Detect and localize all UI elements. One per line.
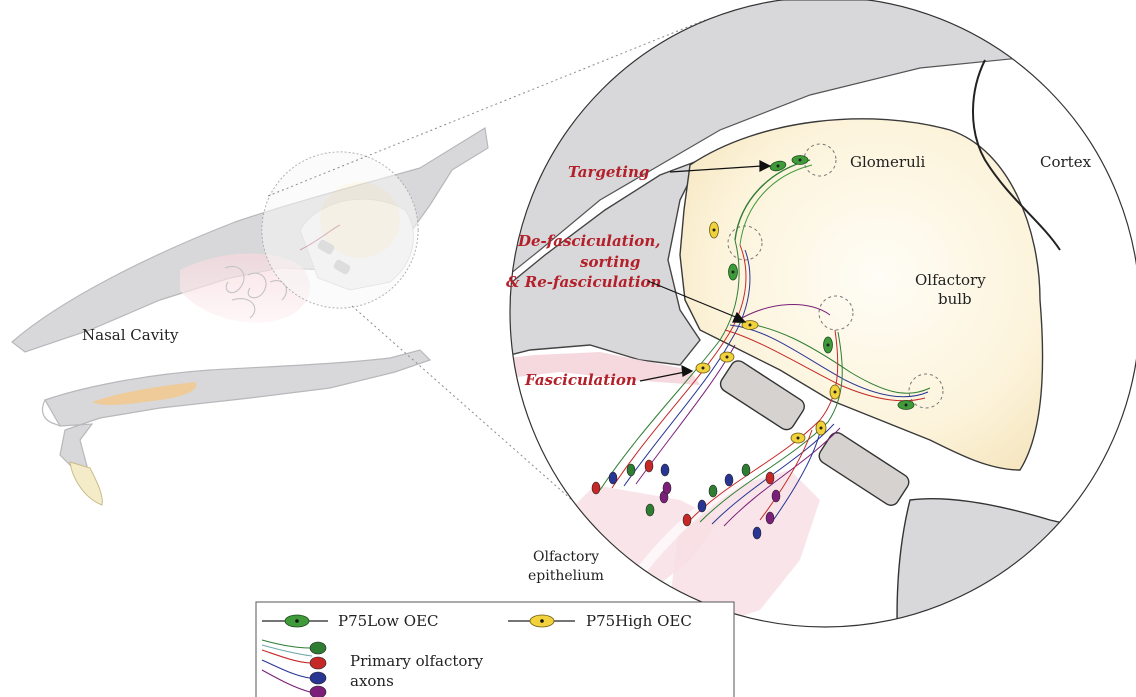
bone-bottom-right [897,499,1136,697]
targeting-label: Targeting [568,163,649,181]
epithelium-label-line2: epithelium [528,568,604,584]
defasciculation-label-line3: & Re-fasciculation [506,273,661,291]
epithelium-label-line1: Olfactory [533,549,599,565]
legend-p75high-label: P75High OEC [586,612,692,630]
defasciculation-label-line2: sorting [580,253,640,271]
incisor-tooth [70,462,102,505]
legend-axons-label-line2: axons [350,672,394,690]
olfactory-bulb-label-line2: bulb [938,290,972,308]
lower-jaw [45,350,430,470]
nasal-cavity-label: Nasal Cavity [82,326,179,344]
cortex-label: Cortex [1040,153,1092,171]
glomeruli-label: Glomeruli [850,153,926,171]
magnified-view: Glomeruli Cortex Olfactory bulb Olfactor… [490,0,1136,697]
legend: P75Low OEC P75High OEC Primary olfactory… [256,602,734,697]
legend-axons-label-line1: Primary olfactory [350,652,484,670]
olfactory-bulb-label-line1: Olfactory [915,271,986,289]
legend-p75low-label: P75Low OEC [338,612,439,630]
fasciculation-label: Fasciculation [524,371,637,389]
defasciculation-label-line1: De-fasciculation, [517,232,660,250]
